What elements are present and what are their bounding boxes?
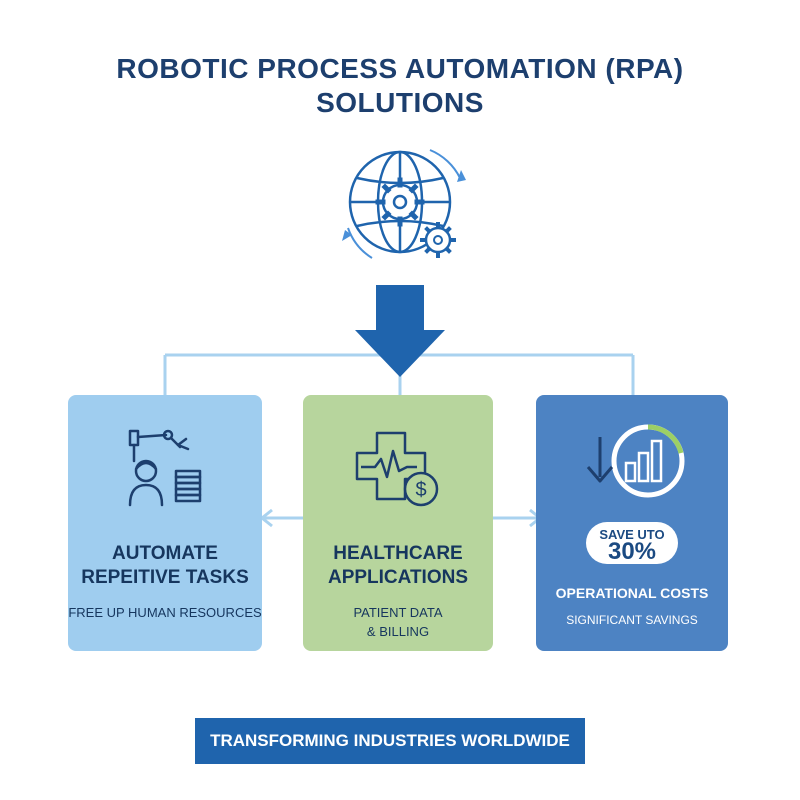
title-line-1: ROBOTIC PROCESS AUTOMATION (RPA) [116,53,684,84]
down-arrow-bar-chart-icon [586,424,685,498]
savings-badge-label: SAVE UTO [599,527,665,542]
card-right-subtext: SIGNIFICANT SAVINGS [566,613,698,627]
globe-gears-icon [342,149,466,259]
savings-badge: SAVE UTO 30% [586,522,678,564]
card-mid-subtext-1: PATIENT DATA [353,605,443,620]
medical-cross-heartbeat-icon: $ [355,431,439,507]
card-automate: AUTOMATE REPEITIVE TASKS FREE UP HUMAN R… [68,395,262,651]
page-title: ROBOTIC PROCESS AUTOMATION (RPA) SOLUTIO… [0,52,800,120]
svg-text:$: $ [415,479,426,501]
bottom-banner: TRANSFORMING INDUSTRIES WORLDWIDE [195,718,585,764]
card-right-heading: OPERATIONAL COSTS [555,585,709,601]
card-mid-subtext-2: & BILLING [366,624,430,639]
card-savings: SAVE UTO 30% OPERATIONAL COSTS SIGNIFICA… [536,395,728,651]
robot-arm-worker-icon [128,429,202,507]
card-mid-heading-2: APPLICATIONS [327,567,469,588]
savings-badge-value: 30% [607,538,657,565]
card-mid-heading-1: HEALTHCARE [333,543,463,564]
title-line-2: SOLUTIONS [316,87,484,118]
down-arrow-icon [355,285,445,377]
card-left-subtext: FREE UP HUMAN RESOURCES [68,605,262,620]
card-healthcare: $ HEALTHCARE APPLICATIONS PATIENT DATA &… [303,395,493,651]
card-left-heading-2: REPEITIVE TASKS [81,567,249,588]
card-left-heading-1: AUTOMATE [112,543,218,564]
